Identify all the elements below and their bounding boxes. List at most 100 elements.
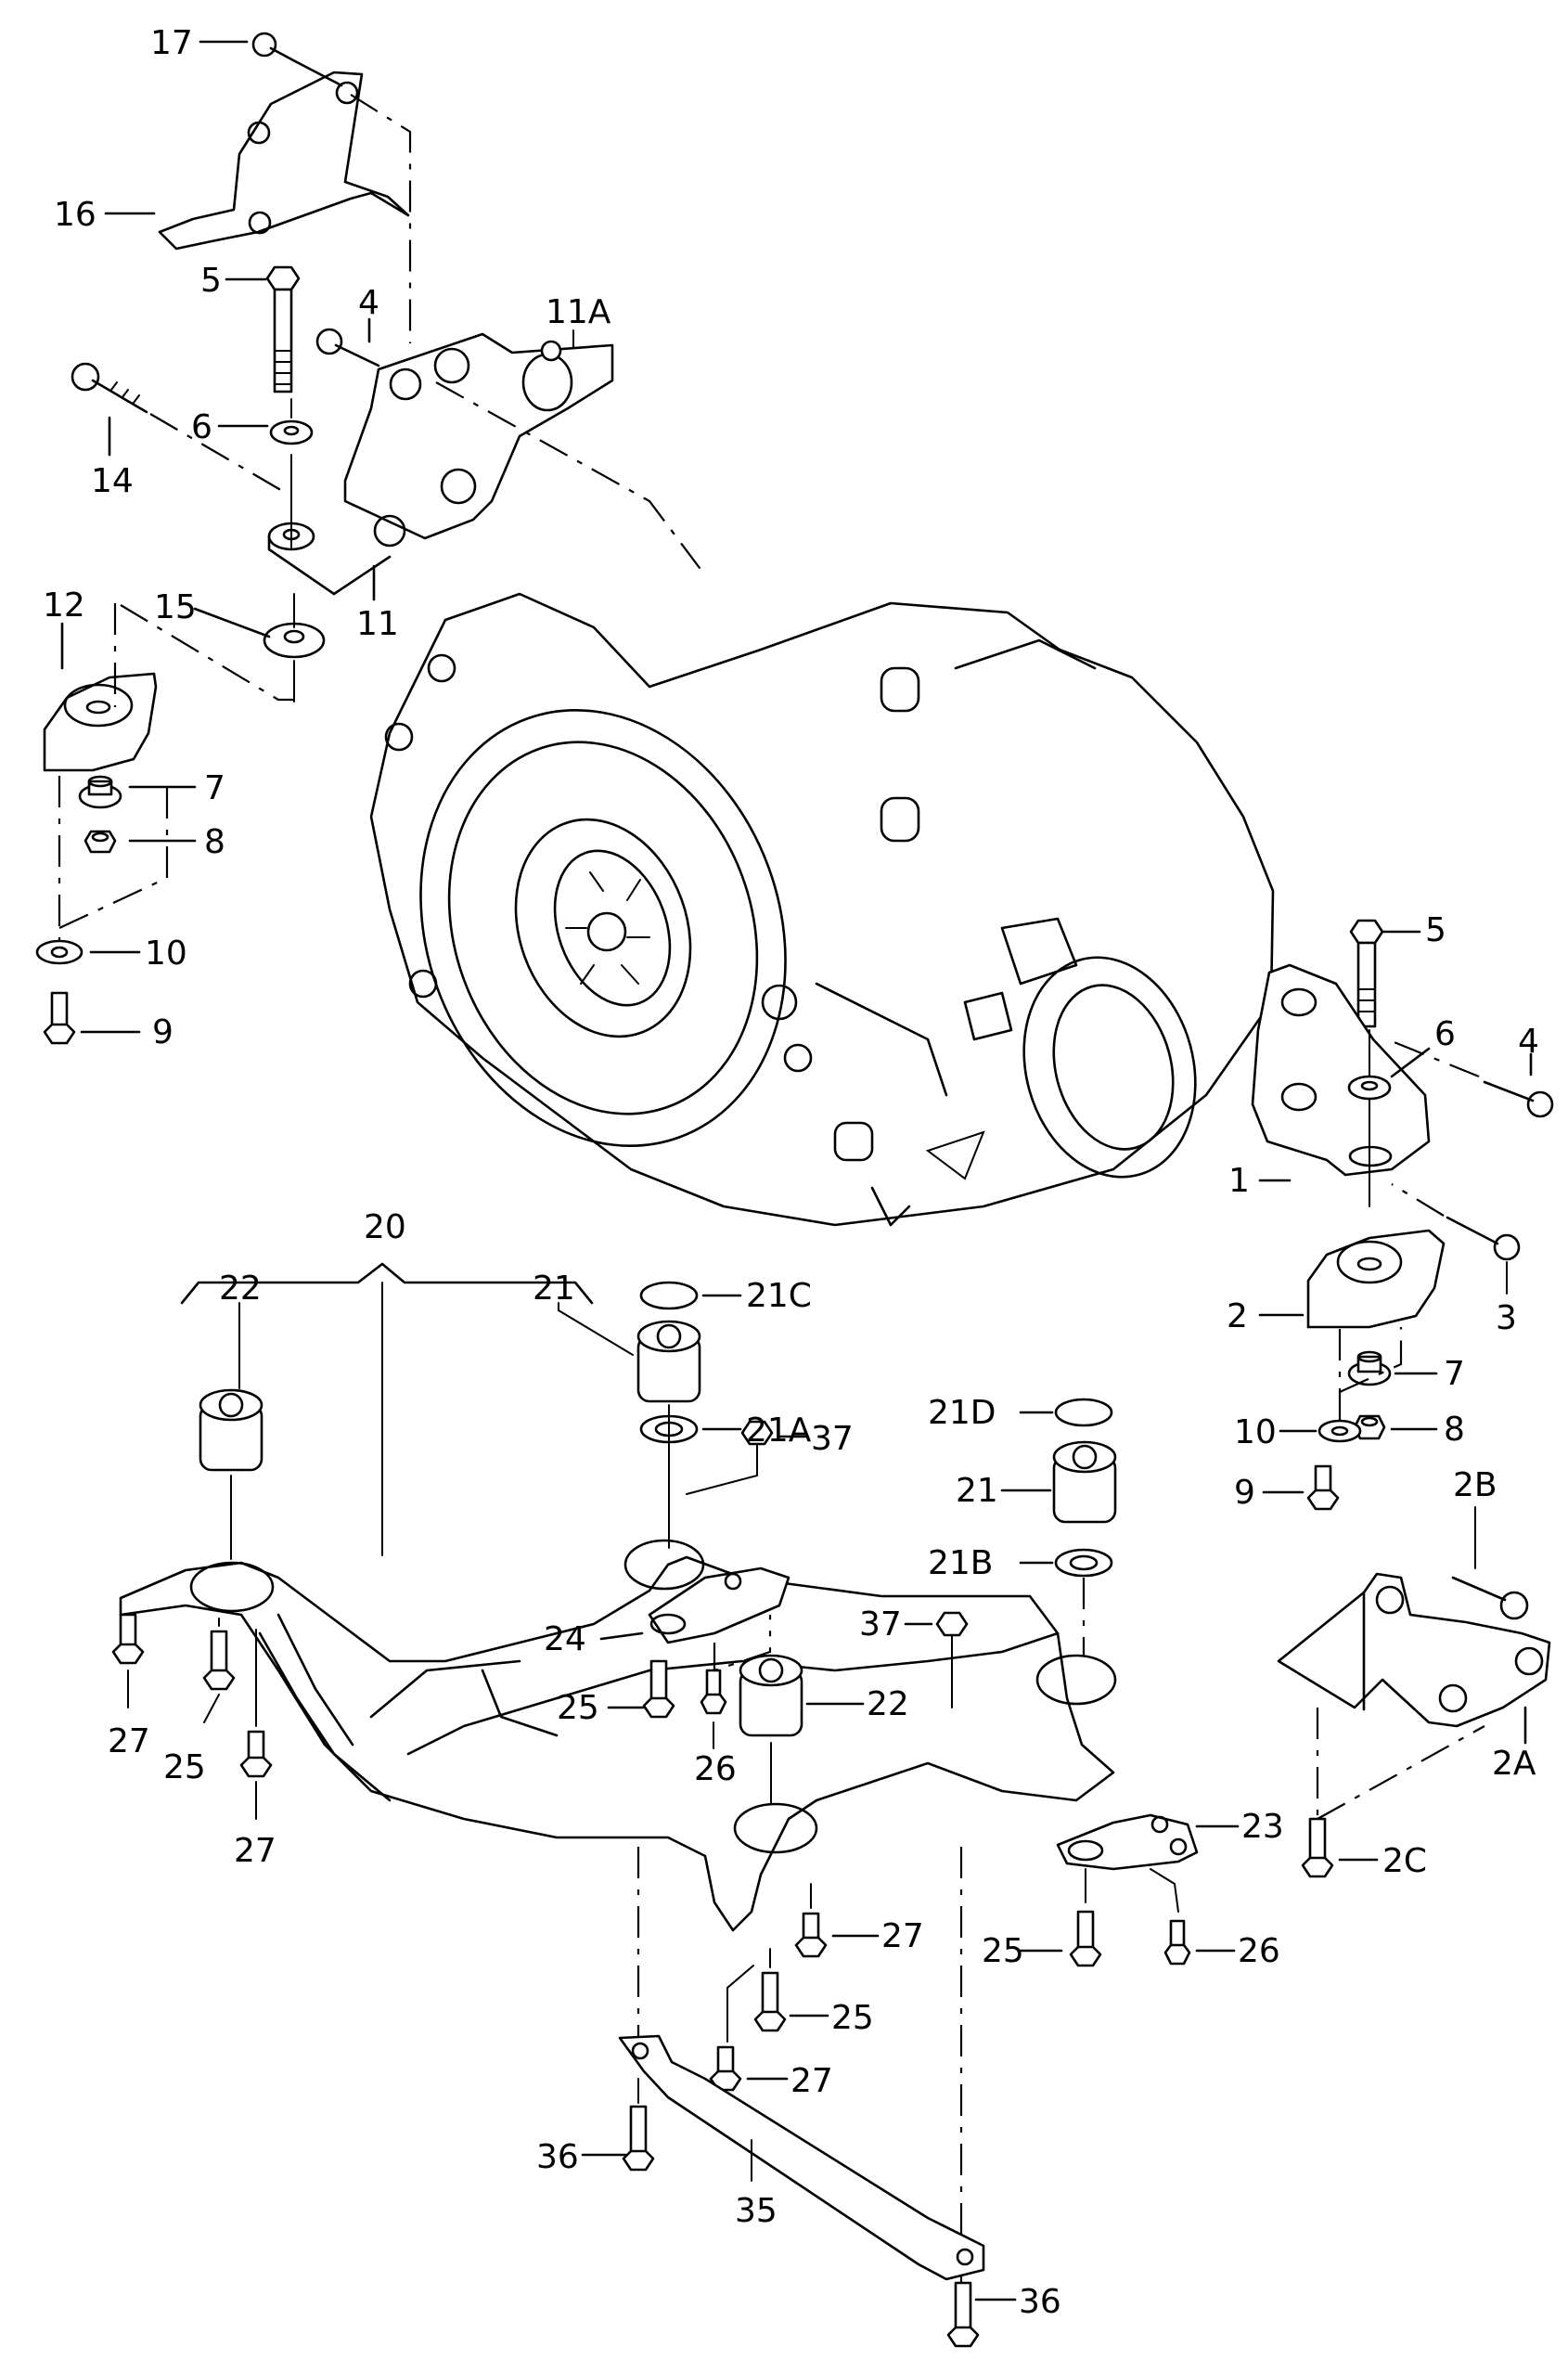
callout-12: 12 [43,587,85,625]
callout-36-left: 36 [536,2138,579,2176]
callout-21D: 21D [928,1394,996,1432]
bolt-14 [71,362,148,414]
callout-24: 24 [544,1620,586,1658]
callout-6-left: 6 [191,408,212,446]
callout-27-center-b: 27 [790,2062,833,2100]
stop-plate-21D [1054,1398,1113,1427]
transmission-support-11 [267,332,614,596]
callout-2A: 2A [1492,1745,1536,1783]
callout-8-left: 8 [204,823,225,861]
callout-11: 11 [356,605,399,643]
bolt-27-left-a [111,1613,145,1665]
callout-22-left: 22 [219,1270,262,1308]
callout-20: 20 [364,1208,406,1246]
callout-25-left: 25 [163,1748,206,1786]
callout-5-left: 5 [200,262,222,300]
callout-11A: 11A [546,293,611,331]
bush-22-center [739,1654,803,1737]
callout-4-left: 4 [358,284,379,322]
callout-7-right: 7 [1444,1355,1465,1393]
callout-27-left-a: 27 [108,1722,150,1760]
bolt-17 [251,32,343,87]
callout-35: 35 [735,2192,778,2230]
heat-shield-16 [158,71,410,251]
transmission-mount-2 [1306,1229,1446,1329]
bolt-36-right [946,2281,980,2348]
callout-8-right: 8 [1444,1411,1465,1449]
callout-6-right: 6 [1434,1015,1456,1053]
callout-25-center: 25 [831,1999,874,2037]
callout-4-right: 4 [1518,1023,1539,1061]
bolt-9-right [1306,1464,1340,1511]
callout-27-left-b: 27 [234,1832,276,1870]
callout-9-right: 9 [1234,1474,1255,1512]
callout-3: 3 [1496,1299,1517,1337]
bush-21-front [636,1320,701,1403]
spacer-sleeve-7-right [1347,1350,1392,1386]
hex-bolt-5-left [265,265,301,393]
bolt-25-left [202,1630,236,1691]
callout-26-under-23: 26 [1238,1932,1280,1970]
callout-16: 16 [54,196,96,234]
strut-35 [618,2034,985,2281]
callout-17: 17 [150,24,193,62]
hex-bolt-5-right [1349,919,1384,1028]
bolt-4-left [315,328,380,367]
bolt-26-under-23 [1163,1919,1191,1966]
bolt-27-left-b [239,1730,273,1778]
callout-27-center-a: 27 [881,1917,924,1955]
bracket-23 [1056,1813,1199,1871]
spacer-sleeve-7-left [78,775,122,809]
transmission-mount-12 [43,672,158,772]
callout-25-under-24: 25 [557,1689,599,1727]
bolt-9-left [43,991,76,1045]
nut-37-right [935,1611,969,1637]
callout-21-rear: 21 [956,1472,998,1510]
callout-21-front: 21 [533,1270,575,1308]
nut-37-left [740,1420,774,1446]
bolt-25-center [753,1971,787,2032]
bolt-2C [1301,1817,1334,1878]
callout-25-under-23: 25 [982,1932,1024,1970]
callout-21A: 21A [746,1412,812,1450]
nut-8-right [1353,1414,1386,1440]
callout-36-right: 36 [1019,2283,1061,2321]
nut-8-left [84,830,117,854]
bracket-2A [1277,1572,1551,1728]
callout-5-right: 5 [1425,911,1446,949]
callout-37-left: 37 [811,1420,854,1458]
callout-22-center: 22 [867,1685,909,1723]
washer-15 [263,622,326,659]
callout-10-right: 10 [1234,1413,1277,1451]
washer-10-left [35,939,84,965]
callout-1: 1 [1228,1162,1250,1200]
bolt-3 [1446,1216,1521,1261]
callout-9-left: 9 [152,1013,174,1051]
bolt-27-center-a [794,1912,828,1958]
subframe-20 [119,1539,1117,1932]
bolt-4-right [1483,1080,1554,1118]
callout-21C: 21C [746,1277,812,1315]
bolt-25-under-24 [642,1659,675,1719]
callout-14: 14 [91,462,134,500]
callout-10-left: 10 [145,935,187,973]
washer-21B [1054,1548,1113,1578]
callout-37-right: 37 [859,1605,902,1644]
washer-10-right [1317,1419,1362,1443]
callout-2: 2 [1227,1297,1248,1335]
callout-26-under-24: 26 [694,1750,737,1788]
stop-plate-21C [639,1281,699,1310]
transmission-housing [369,592,1275,1227]
bush-22-left [199,1388,263,1472]
bolt-26-under-24 [700,1669,727,1715]
nut-11A [540,340,562,362]
callout-2C: 2C [1382,1842,1427,1880]
callout-21B: 21B [928,1544,994,1582]
bush-21-rear [1052,1440,1117,1524]
callout-2B: 2B [1453,1466,1497,1504]
bracket-24 [648,1566,790,1644]
bolt-27-center-b [709,2045,742,2092]
bolt-36-left [622,2105,655,2172]
